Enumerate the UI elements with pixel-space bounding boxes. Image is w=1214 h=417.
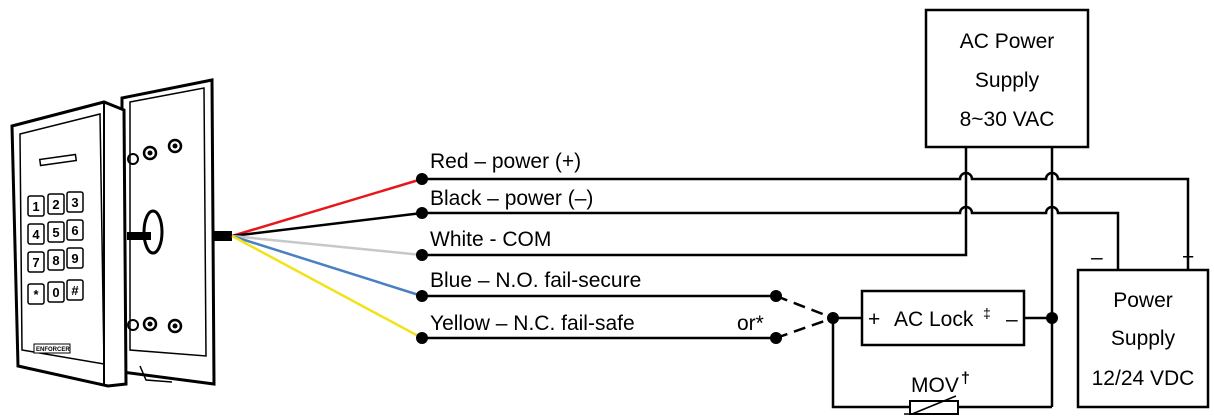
red-power-line [422,171,1190,270]
ac-power-supply: AC Power Supply 8~30 VAC [924,8,1090,149]
mov-left-lead [831,318,910,409]
terminals [416,173,1058,344]
no-end-terminal [770,290,782,302]
lock-plus-label: + [868,308,880,331]
nc-end-terminal [770,332,782,344]
dc-plus-label: + [1182,246,1194,269]
keypad-key [66,279,84,301]
keypad-front [10,100,128,388]
keypad-key [27,283,45,305]
dashed-nc-link [775,316,834,340]
white-terminal [416,249,428,261]
keypad-key-label: # [71,283,79,298]
led-indicator [38,153,78,167]
keypad-key-label: 7 [32,255,39,270]
dc-supply-line1: Power [1113,289,1173,312]
blue-terminal [416,290,428,302]
ac-supply-line1: AC Power [960,30,1055,53]
wire-fanout [231,177,423,340]
lock-mark: ‡ [983,305,991,321]
ac-lock: + AC Lock ‡ – [860,289,1026,347]
red-wire-label: Red – power (+) [430,150,581,173]
yellow-wire-label: Yellow – N.C. fail-safe [430,312,635,335]
ac-supply-line3: 8~30 VAC [960,108,1055,131]
brand-badge: ENFORCER [33,343,71,354]
keypad-key [47,193,65,215]
keypad-key-label: 9 [71,251,78,266]
keypad-key-label: 2 [52,197,59,212]
brand-label: ENFORCER [36,347,70,353]
keypad-key [47,281,65,303]
white-wire-label: White - COM [430,228,551,251]
keypad-key-label: 3 [71,195,78,210]
mov-mark: † [961,370,970,387]
red-wire [231,177,423,238]
dc-minus-label: – [1091,246,1103,269]
mounting-plate [120,78,216,386]
conductors [422,147,1190,409]
lock-plus-node [827,312,839,324]
keypad-key-label: * [33,287,39,302]
keypad-key [66,191,84,213]
mov-component: MOV † [904,370,970,415]
blue-wire [231,234,423,298]
black-power-line [422,205,1120,270]
red-terminal [416,173,428,185]
dashed-no-link [775,294,834,320]
ac-supply-line2: Supply [975,69,1040,92]
cable-stub [127,232,151,240]
keypad-key [27,251,45,273]
keypad-key [27,195,45,217]
lock-minus-node [1046,312,1058,324]
keypad-key [27,223,45,245]
dc-power-supply: Power Supply 12/24 VDC – + [1076,246,1210,409]
white-wire [231,234,423,257]
keypad-key-label: 0 [52,285,59,300]
keypad-key-label: 8 [52,253,59,268]
blue-wire-label: Blue – N.O. fail-secure [430,269,641,292]
lock-label: AC Lock [894,308,974,331]
keypad-key-label: 6 [71,223,78,238]
mov-label: MOV [911,374,959,397]
com-line [422,147,968,257]
yellow-wire [231,234,423,340]
keypad-key-label: 5 [52,225,59,240]
keypad-key [66,219,84,241]
keypad-key [66,247,84,269]
dc-supply-line2: Supply [1111,327,1176,350]
yellow-terminal [416,332,428,344]
lock-minus-label: – [1006,308,1018,331]
black-terminal [416,207,428,219]
or-note: or* [737,312,764,335]
keypad-key [47,221,65,243]
black-wire-label: Black – power (–) [430,187,593,210]
cable-exit [214,231,232,241]
black-wire [231,211,423,238]
keypad-key [47,249,65,271]
keypad-key-label: 4 [32,227,40,242]
keypad-key-label: 1 [32,199,39,214]
dc-supply-line3: 12/24 VDC [1092,367,1195,390]
